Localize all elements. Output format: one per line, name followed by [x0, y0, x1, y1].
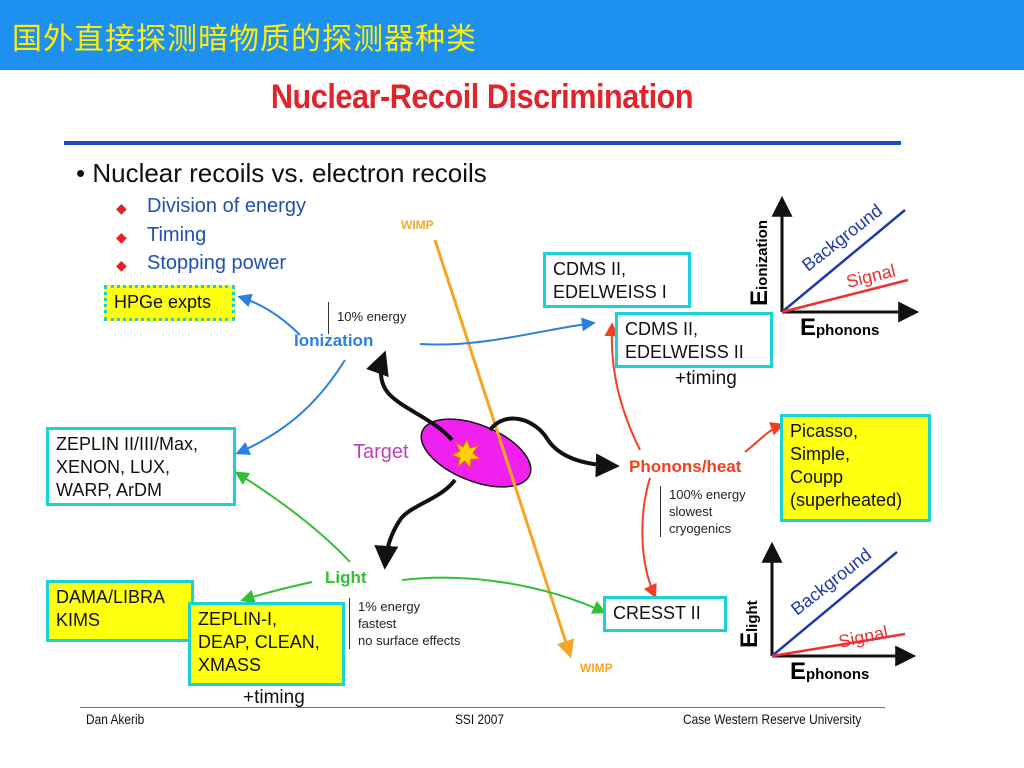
slide-title: Nuclear-Recoil Discrimination — [270, 78, 694, 116]
background-line — [771, 551, 898, 657]
plot-bottom-signal-label: Signal — [837, 622, 890, 652]
header-title: 国外直接探测暗物质的探测器种类 — [12, 22, 477, 57]
phonon-to-cdms — [604, 322, 641, 451]
plot-top-ylabel: Eionization — [746, 219, 773, 306]
plot-ionization-vs-phonons: Background Signal — [771, 195, 920, 323]
target-label: Target — [353, 441, 409, 463]
interaction-star-icon — [450, 438, 482, 470]
footer-event: SSI 2007 — [455, 711, 504, 727]
picasso-box: Picasso,Simple,Coupp(superheated) — [780, 414, 931, 522]
light-label: Light — [325, 568, 367, 587]
main-bullet: • Nuclear recoils vs. electron recoils — [76, 158, 487, 188]
signal-line — [771, 632, 906, 658]
footer-author: Dan Akerib — [86, 711, 145, 727]
zeplin-xenon-box: ZEPLIN II/III/Max,XENON, LUX,WARP, ArDM — [46, 427, 236, 506]
title-rule — [64, 141, 901, 145]
diamond-bullet-icon: ◆ — [116, 229, 127, 245]
header-band — [0, 0, 1024, 70]
ionization-note: 10% energy — [328, 302, 406, 334]
background-line — [781, 209, 906, 313]
cdms-edelweiss-i-box: CDMS II,EDELWEISS I — [543, 252, 691, 308]
arrow-to-ionization — [366, 350, 454, 442]
cdms-edelweiss-ii-box: CDMS II,EDELWEISS II — [615, 312, 773, 368]
light-to-cresst — [401, 576, 607, 614]
phonon-to-cresst — [641, 477, 657, 599]
signal-line — [781, 278, 909, 314]
light-note: 1% energy fastest no surface effects — [349, 598, 460, 649]
timing-label-cdms: +timing — [675, 368, 737, 389]
phonons-note: 100% energy slowest cryogenics — [660, 486, 746, 537]
ionization-label: Ionization — [294, 331, 374, 350]
light-to-zeplin — [234, 471, 351, 563]
phonon-to-picasso — [744, 422, 785, 453]
sub-bullet-stopping: ◆Stopping power — [116, 252, 286, 274]
ion-to-cdms — [419, 317, 596, 346]
sub-bullet-timing: ◆Timing — [116, 224, 207, 246]
sub-bullet-division: ◆Division of energy — [116, 195, 306, 217]
wimp-bottom-label: WIMP — [580, 661, 613, 675]
plot-top-signal-label: Signal — [844, 260, 897, 292]
footer-institution: Case Western Reserve University — [683, 711, 862, 727]
diamond-bullet-icon: ◆ — [116, 200, 127, 216]
wimp-top-label: WIMP — [401, 218, 434, 232]
arrow-to-phonons — [488, 416, 620, 478]
zeplin-deap-box: ZEPLIN-I,DEAP, CLEAN,XMASS — [188, 602, 345, 686]
plot-light-vs-phonons: Background Signal — [761, 541, 917, 667]
light-to-dama — [240, 581, 313, 604]
ion-to-hpge — [237, 293, 301, 336]
cresst-box: CRESST II — [603, 596, 727, 632]
footer-rule — [80, 707, 885, 708]
phonons-heat-label: Phonons/heat — [629, 457, 742, 476]
timing-label-zeplin: +timing — [243, 687, 305, 708]
plot-top-xlabel: Ephonons — [800, 314, 880, 341]
plot-bottom-ylabel: Elight — [736, 600, 763, 648]
ion-to-zeplin — [235, 359, 346, 455]
plot-bottom-xlabel: Ephonons — [790, 658, 870, 685]
diamond-bullet-icon: ◆ — [116, 257, 127, 273]
hpge-box: HPGe expts — [104, 285, 235, 321]
wimp-track — [433, 239, 575, 659]
arrow-to-light — [374, 478, 457, 570]
